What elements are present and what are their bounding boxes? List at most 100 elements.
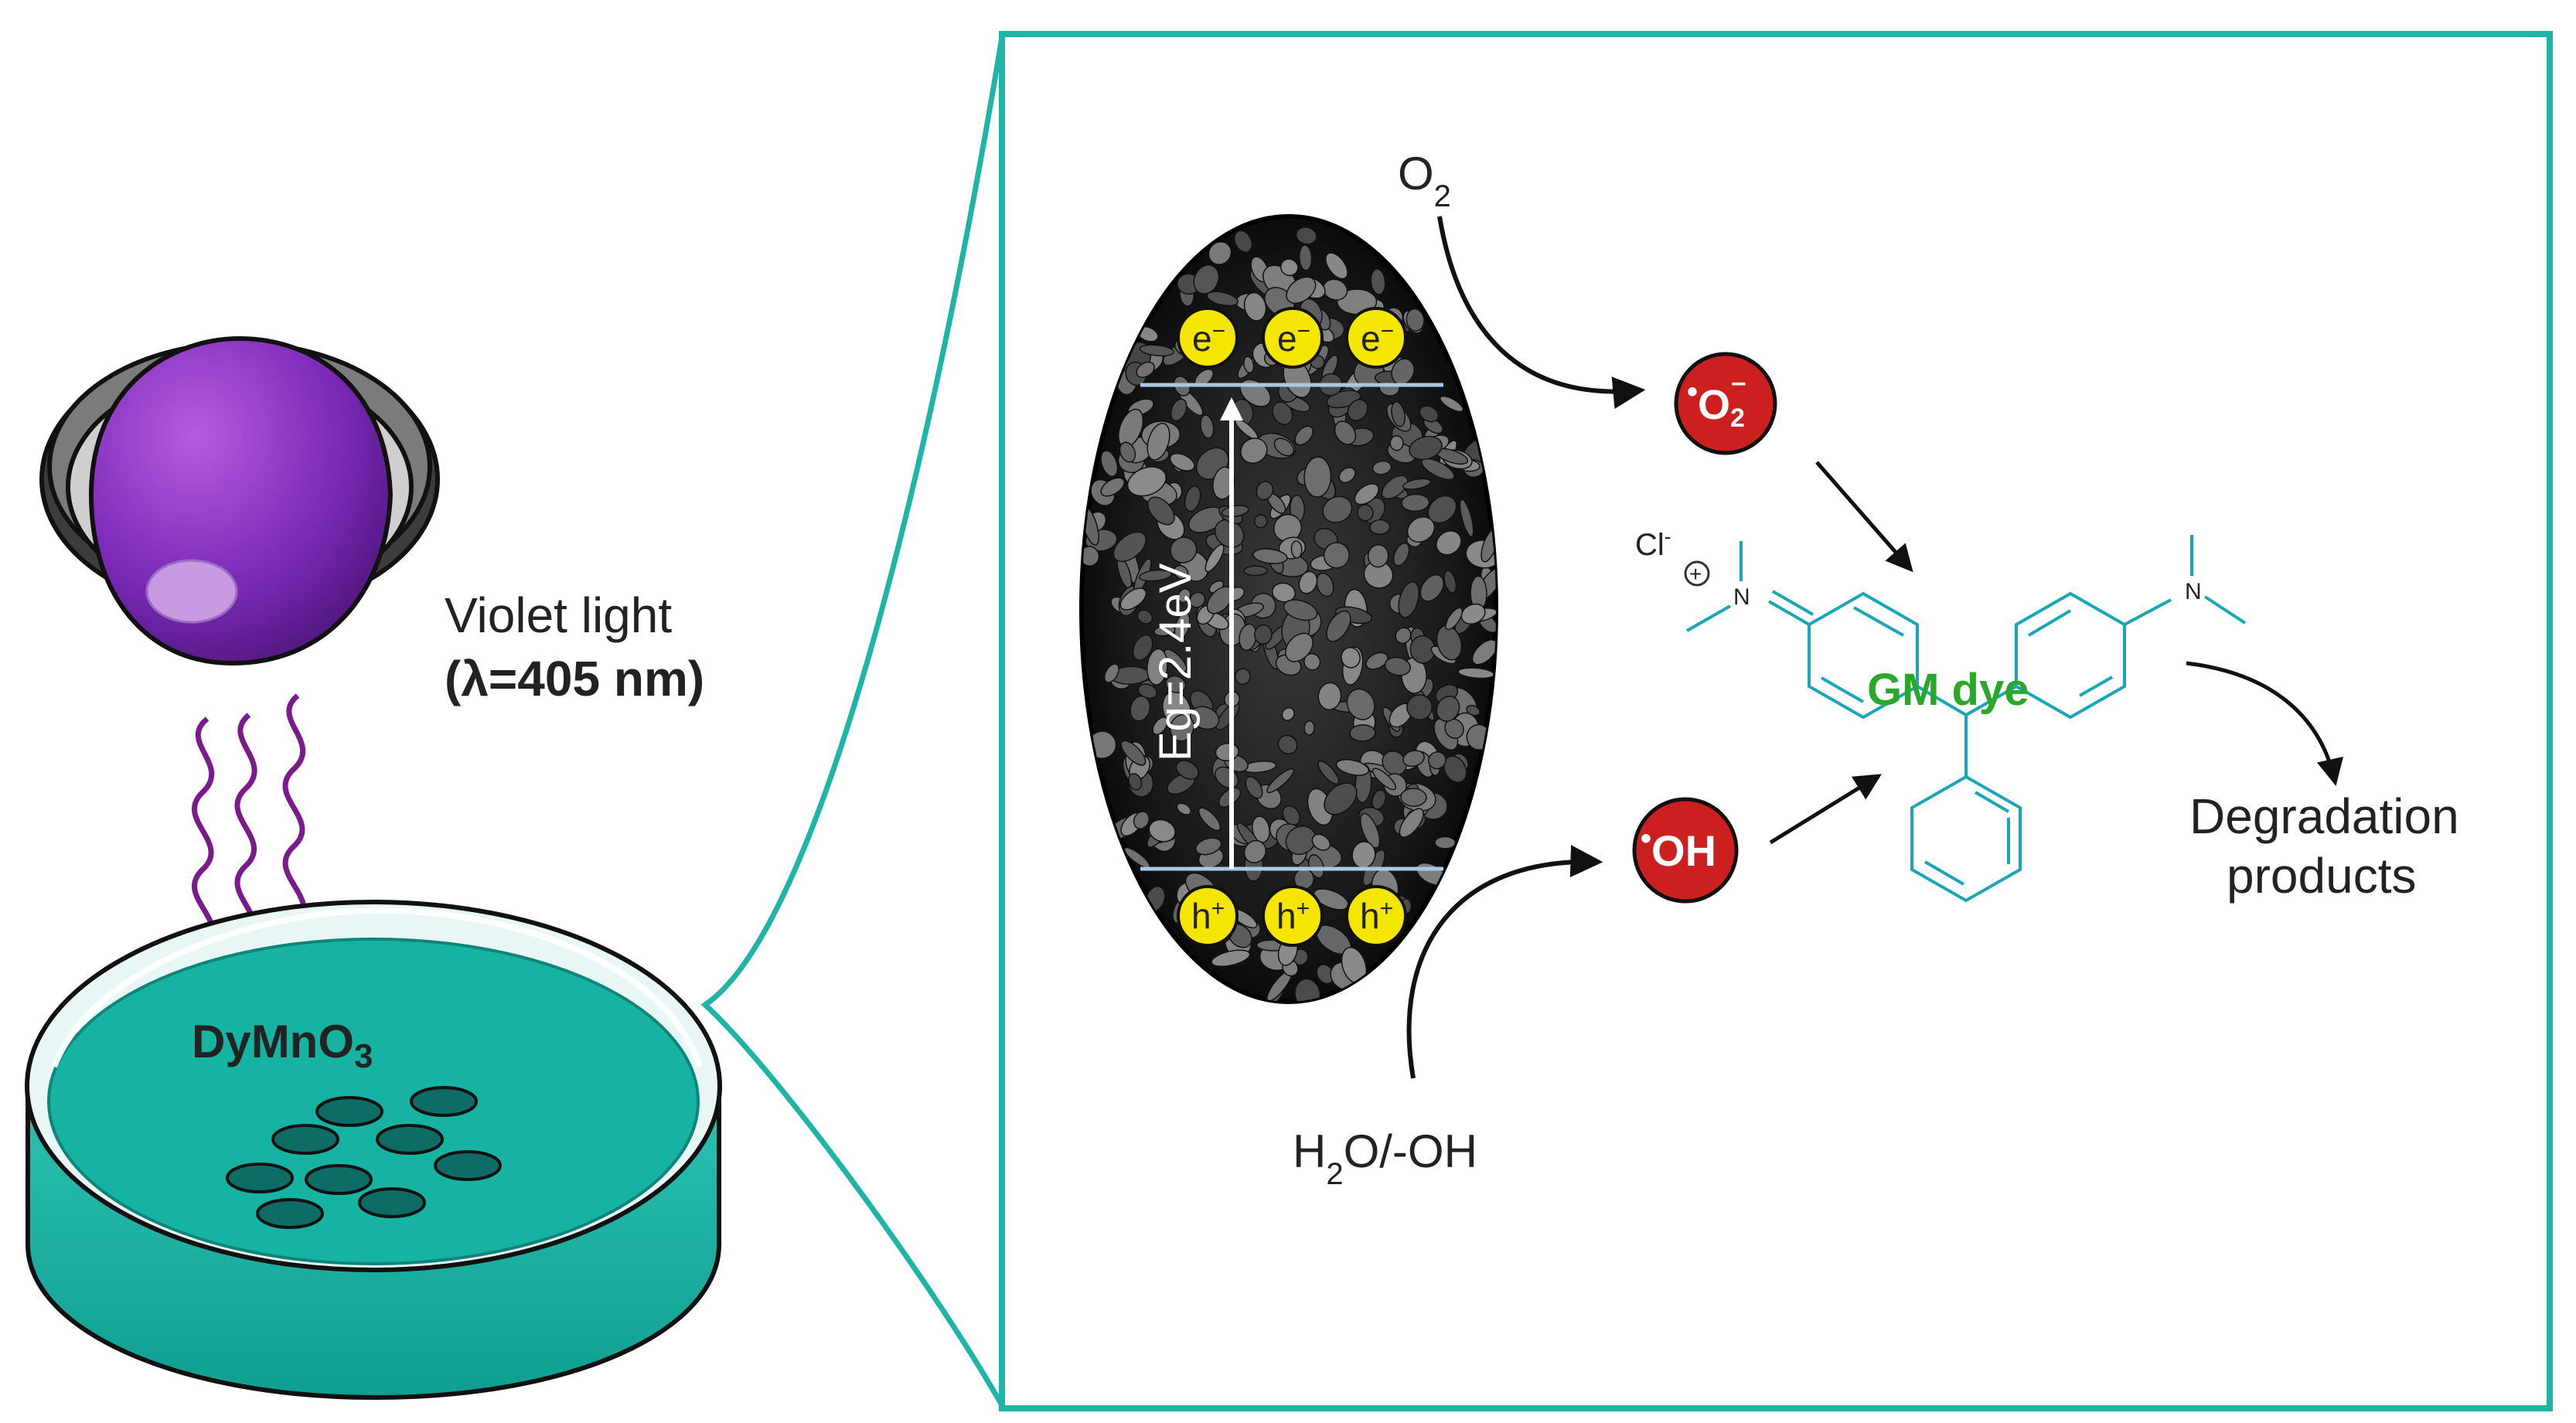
electron-3: e− (1345, 307, 1407, 369)
particle-grain (1285, 826, 1317, 856)
particle-grain (1147, 648, 1168, 686)
svg-text:+: + (1689, 562, 1702, 586)
lamp-dome (88, 335, 394, 666)
particle-grain (1421, 458, 1455, 481)
dye-bottom-ring (1910, 774, 2022, 903)
water-to-hydroxyl-arrow (1406, 845, 1603, 1079)
electron-2: e− (1262, 307, 1324, 369)
catalyst-flake (256, 1198, 324, 1229)
particle-grain (1298, 244, 1313, 271)
oxygen-label: O2 (1398, 148, 1451, 213)
particle-grain (1384, 656, 1412, 676)
particle-grain (1367, 544, 1389, 568)
particle-grain (1356, 504, 1374, 522)
particle-grain (1409, 435, 1443, 461)
particle-grain (1286, 276, 1317, 305)
particle-grain (1354, 483, 1380, 506)
semiconductor-particle: Eg=2.4eV e− e− e− h+ h+ h+ (1079, 214, 1498, 1004)
particle-grain (1369, 519, 1391, 535)
particle-grain (1234, 230, 1253, 254)
particle-grain (1184, 485, 1201, 512)
particle-grain (1338, 467, 1356, 484)
particle-grain (1113, 531, 1147, 563)
particle-grain (1436, 625, 1463, 661)
particle-grain (1243, 356, 1255, 374)
superoxide-to-dye-arrow (1815, 461, 1913, 573)
particle-grain (1445, 607, 1463, 631)
particle-grain (1170, 398, 1187, 422)
particle-grain (1290, 540, 1303, 559)
particle-grain (1208, 241, 1232, 265)
water-label: H2O/-OH (1293, 1125, 1477, 1191)
particle-grain (1335, 758, 1370, 776)
particle-grain (1346, 688, 1375, 720)
light-wave-1 (191, 717, 237, 956)
particle-grain (1132, 634, 1153, 661)
particle-grain (1298, 570, 1318, 594)
violet-lamp (39, 335, 440, 666)
particle-grain (1326, 610, 1351, 642)
particle-grain (1245, 776, 1263, 799)
particle-grain (1323, 542, 1350, 569)
particle-grain (1371, 460, 1392, 475)
particle-grain (1398, 581, 1420, 618)
particle-grain (1193, 264, 1220, 294)
particle-grain (1100, 477, 1125, 497)
band-gap-label: Eg=2.4eV (1150, 563, 1201, 761)
particle-grain (1126, 466, 1167, 497)
zoom-panel-border (999, 31, 2553, 1411)
particle-grain (1198, 807, 1222, 832)
particle-grain (1174, 611, 1191, 641)
particle-grain (1254, 624, 1273, 645)
particle-grain (1365, 652, 1389, 670)
particle-grain (1419, 405, 1440, 423)
light-label-line1: Violet light (445, 587, 672, 643)
hole-2: h+ (1262, 885, 1324, 947)
light-wave-2 (234, 713, 278, 952)
particle-grain (1399, 808, 1424, 838)
particle-grain (1243, 565, 1268, 577)
particle-grain (1169, 452, 1195, 471)
particle-grain (1382, 750, 1407, 776)
electron-1: e− (1177, 307, 1239, 369)
svg-text:•O2−: •O2− (1687, 369, 1746, 433)
particle-grain (1282, 805, 1301, 826)
particle-grain (1211, 949, 1251, 967)
particle-grain (1235, 668, 1251, 686)
dye-charge-symbol: + (1684, 560, 1710, 587)
particle-grain (1165, 675, 1187, 693)
gm-dye-structure (1686, 535, 2247, 903)
zoom-frame (700, 31, 2553, 1411)
dish-rim-highlight (51, 907, 703, 1068)
particle-grain (1402, 750, 1425, 768)
catalyst-flake (315, 1096, 383, 1127)
petri-dish: DyMnO3 (25, 900, 722, 1401)
particle-grain (1325, 252, 1348, 280)
particle-grain (1136, 609, 1153, 625)
particle-grain (1406, 308, 1425, 332)
particle-grain (1169, 713, 1194, 742)
svg-text:h+: h+ (1191, 896, 1225, 937)
particle-grain (1283, 599, 1318, 621)
zoom-connector-lines (700, 36, 1005, 1407)
hole-1: h+ (1177, 885, 1239, 947)
particle-grain (1100, 450, 1119, 478)
particle-grain (1120, 740, 1147, 766)
particle-grain (1349, 723, 1376, 742)
particle-grain (1164, 649, 1187, 672)
particle-grain (1311, 833, 1331, 851)
particle-grain (1130, 695, 1151, 722)
particle-grain (1402, 478, 1432, 490)
particle-grain (1436, 696, 1460, 722)
particle-grain (1400, 788, 1427, 807)
particle-grain (1139, 569, 1173, 582)
particle-grain (1347, 399, 1368, 421)
particle-grain (1391, 400, 1406, 427)
particle-grain (1324, 782, 1358, 815)
catalyst-label: DyMnO3 (192, 1016, 373, 1075)
particle-grain (1370, 268, 1386, 295)
catalyst-flake (358, 1187, 426, 1218)
catalyst-flake (271, 1124, 339, 1155)
particle-grain (1443, 755, 1467, 783)
dye-counter-ion: Cl- (1635, 525, 1671, 562)
